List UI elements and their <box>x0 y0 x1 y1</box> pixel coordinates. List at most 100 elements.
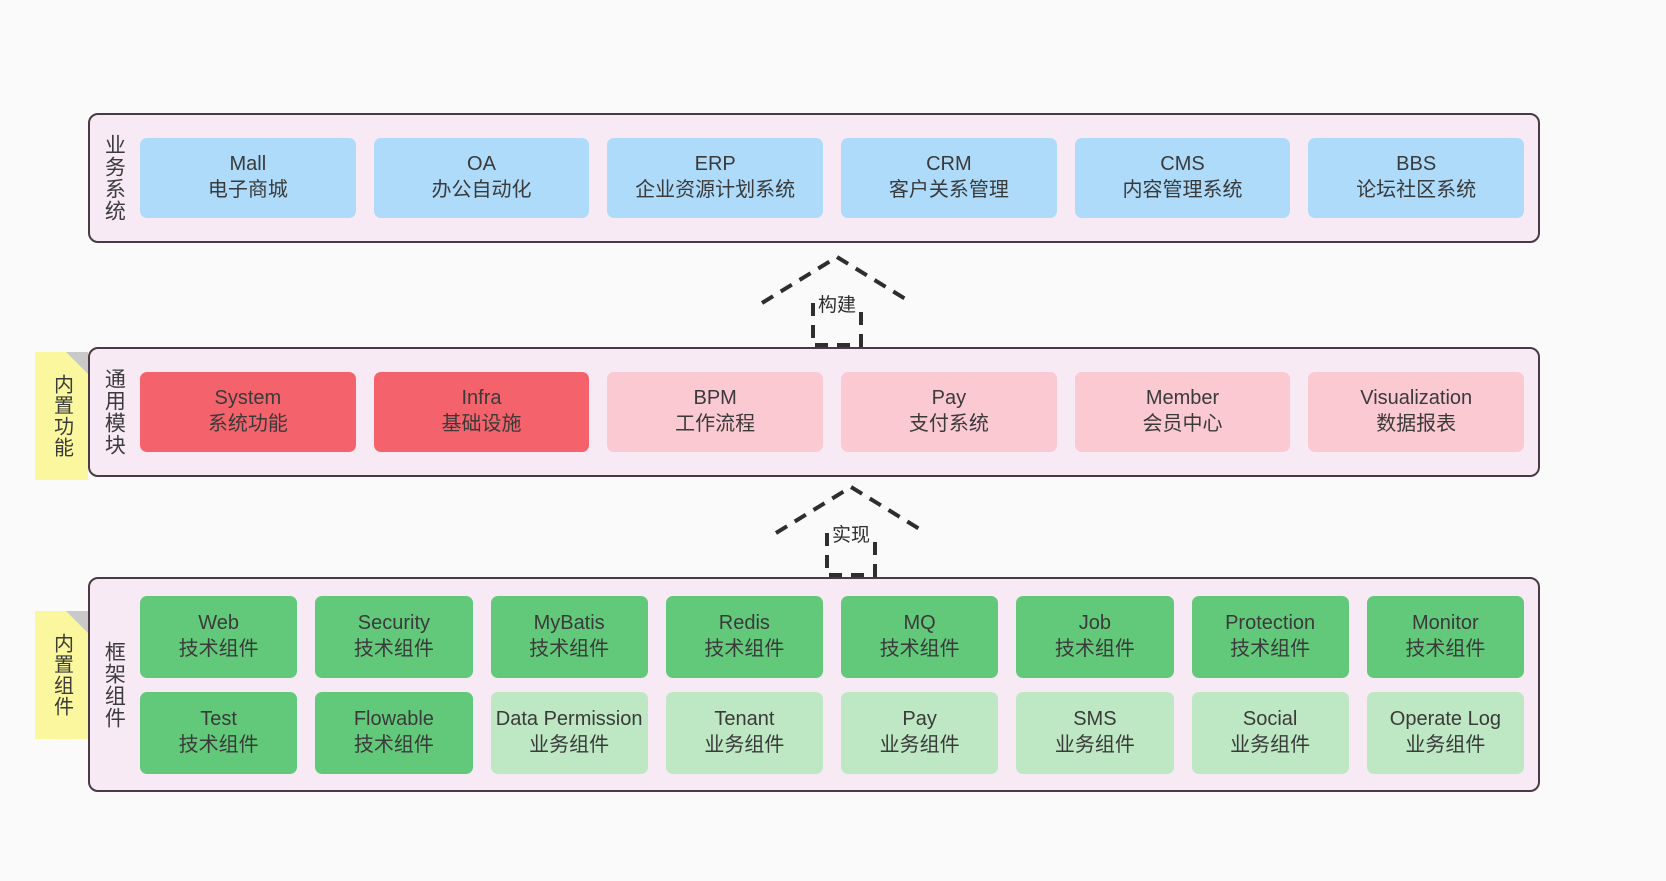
note-tab-framework-components: 内置组件 <box>35 611 88 739</box>
node-web[interactable]: Web 技术组件 <box>140 595 298 678</box>
node-subtitle: 业务组件 <box>529 733 610 756</box>
node-flowable[interactable]: Flowable 技术组件 <box>315 691 473 774</box>
node-subtitle: 技术组件 <box>1230 637 1311 660</box>
node-security[interactable]: Security 技术组件 <box>315 595 473 678</box>
node-erp[interactable]: ERP 企业资源计划系统 <box>607 138 824 218</box>
node-title: Test <box>200 707 237 730</box>
note-tab-label: 内置组件 <box>50 633 73 717</box>
connector-label-implement: 实现 <box>831 525 870 546</box>
node-redis[interactable]: Redis 技术组件 <box>665 595 823 678</box>
node-test[interactable]: Test 技术组件 <box>140 691 298 774</box>
node-title: Security <box>357 611 430 634</box>
node-title: Member <box>1145 387 1220 410</box>
node-title: Flowable <box>353 707 434 730</box>
layer-framework-components: 框架组件 Web 技术组件 Security 技术组件 MyBatis 技术组件 Redis 技… <box>88 577 1540 792</box>
node-subtitle: 技术组件 <box>353 637 434 660</box>
node-oa[interactable]: OA 办公自动化 <box>373 138 590 218</box>
node-subtitle: 业务组件 <box>1405 733 1486 756</box>
node-subtitle: 业务组件 <box>1230 733 1311 756</box>
node-title: Pay <box>902 707 937 730</box>
node-title: Job <box>1078 611 1111 634</box>
node-title: Infra <box>461 387 502 410</box>
node-title: Web <box>198 611 239 634</box>
node-subtitle: 数据报表 <box>1376 413 1457 435</box>
node-subtitle: 技术组件 <box>529 637 610 660</box>
layer-body-common-modules: System 系统功能 Infra 基础设施 BPM 工作流程 Pay 支付系统 Member 会… <box>136 349 1538 475</box>
node-system[interactable]: System 系统功能 <box>140 372 356 452</box>
connector-implement: 实现 <box>771 484 931 577</box>
node-title: CMS <box>1160 153 1205 176</box>
node-subtitle: 技术组件 <box>1405 637 1486 660</box>
node-crm[interactable]: CRM 客户关系管理 <box>841 138 1057 218</box>
node-data-permission[interactable]: Data Permission 业务组件 <box>490 691 648 774</box>
connector-build: 构建 <box>757 254 917 347</box>
node-subtitle: 内容管理系统 <box>1122 179 1243 201</box>
layer-row: System 系统功能 Infra 基础设施 BPM 工作流程 Pay 支付系统 Member 会… <box>140 372 1525 452</box>
node-title: BPM <box>693 387 737 410</box>
node-subtitle: 支付系统 <box>908 413 989 435</box>
layer-common-modules: 通用模块 System 系统功能 Infra 基础设施 BPM 工作流程 Pay 支付系统 Mem… <box>88 347 1540 477</box>
node-mall[interactable]: Mall 电子商城 <box>140 138 356 218</box>
node-title: Mall <box>229 153 267 176</box>
node-title: Visualization <box>1360 387 1473 410</box>
node-infra[interactable]: Infra 基础设施 <box>373 372 590 452</box>
node-title: Operate Log <box>1389 707 1501 730</box>
node-subtitle: 业务组件 <box>879 733 960 756</box>
node-pay[interactable]: Pay 业务组件 <box>841 691 999 774</box>
node-bbs[interactable]: BBS 论坛社区系统 <box>1308 138 1525 218</box>
node-subtitle: 技术组件 <box>178 733 259 756</box>
node-title: Redis <box>718 611 770 634</box>
node-subtitle: 技术组件 <box>1054 637 1135 660</box>
connector-label-build: 构建 <box>817 295 856 316</box>
node-title: CRM <box>926 153 972 176</box>
node-subtitle: 办公自动化 <box>431 179 532 201</box>
node-title: SMS <box>1073 707 1117 730</box>
node-title: BBS <box>1396 153 1437 176</box>
node-operate-log[interactable]: Operate Log 业务组件 <box>1366 691 1524 774</box>
node-title: MyBatis <box>533 611 605 634</box>
node-pay[interactable]: Pay 支付系统 <box>841 372 1057 452</box>
node-cms[interactable]: CMS 内容管理系统 <box>1074 138 1291 218</box>
node-title: Data Permission <box>495 707 643 730</box>
node-subtitle: 基础设施 <box>441 413 522 435</box>
node-title: System <box>214 387 282 410</box>
node-bpm[interactable]: BPM 工作流程 <box>607 372 824 452</box>
node-title: Social <box>1242 707 1298 730</box>
layer-label-framework-components: 框架组件 <box>102 640 126 729</box>
node-subtitle: 论坛社区系统 <box>1356 179 1477 201</box>
node-subtitle: 企业资源计划系统 <box>635 179 796 201</box>
node-subtitle: 会员中心 <box>1142 413 1223 435</box>
node-social[interactable]: Social 业务组件 <box>1191 691 1349 774</box>
node-title: MQ <box>903 611 936 634</box>
note-tab-label: 内置功能 <box>50 374 73 458</box>
node-subtitle: 业务组件 <box>704 733 785 756</box>
layer-label-common-modules: 通用模块 <box>102 368 126 456</box>
node-subtitle: 技术组件 <box>704 637 785 660</box>
layer-row: Mall 电子商城 OA 办公自动化 ERP 企业资源计划系统 CRM 客户关系管理 CMS 内容… <box>140 138 1525 218</box>
node-subtitle: 工作流程 <box>675 413 756 435</box>
node-title: Pay <box>931 387 967 410</box>
layer-body-business: Mall 电子商城 OA 办公自动化 ERP 企业资源计划系统 CRM 客户关系管理 CMS 内容… <box>136 115 1538 241</box>
node-title: OA <box>467 153 496 176</box>
node-title: ERP <box>694 153 736 176</box>
node-subtitle: 系统功能 <box>207 413 288 435</box>
node-member[interactable]: Member 会员中心 <box>1074 372 1291 452</box>
node-subtitle: 技术组件 <box>353 733 434 756</box>
node-subtitle: 客户关系管理 <box>888 179 1009 201</box>
node-job[interactable]: Job 技术组件 <box>1016 595 1174 678</box>
node-visualization[interactable]: Visualization 数据报表 <box>1308 372 1525 452</box>
node-subtitle: 电子商城 <box>207 179 288 201</box>
node-subtitle: 技术组件 <box>178 637 259 660</box>
node-mybatis[interactable]: MyBatis 技术组件 <box>490 595 648 678</box>
layer-label-business: 业务系统 <box>102 134 126 222</box>
